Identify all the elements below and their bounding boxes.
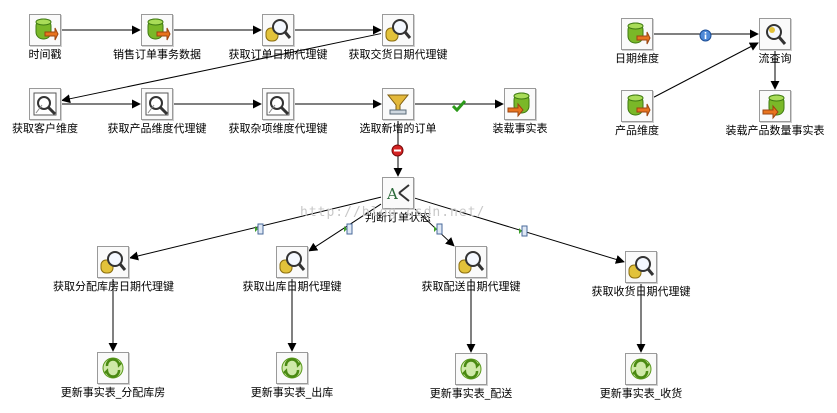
- step-box[interactable]: [276, 352, 308, 384]
- step-get-misc-dim-key[interactable]: 获取杂项维度代理键: [218, 88, 338, 135]
- step-timestamp[interactable]: 时间戳: [0, 14, 105, 61]
- case-icon[interactable]: [338, 221, 354, 240]
- step-label: 获取交货日期代理键: [348, 48, 448, 61]
- step-get-customer-dim[interactable]: 获取客户维度: [0, 88, 105, 135]
- step-label: 装载产品数量事实表: [725, 124, 825, 137]
- step-box[interactable]: [504, 88, 536, 120]
- case-icon[interactable]: [513, 223, 529, 242]
- step-box[interactable]: [276, 246, 308, 278]
- step-box[interactable]: A: [382, 177, 414, 209]
- step-box[interactable]: [759, 18, 791, 50]
- check-icon[interactable]: [451, 97, 467, 116]
- step-label: 更新事实表_分配库房: [60, 386, 166, 399]
- step-update-fact-outbound[interactable]: 更新事实表_出库: [232, 352, 352, 399]
- step-box[interactable]: [382, 88, 414, 120]
- step-label: 更新事实表_出库: [250, 386, 334, 399]
- step-label: 流查询: [758, 52, 792, 65]
- case-icon[interactable]: [428, 221, 444, 240]
- watermark: http://blog.csdn.net/: [300, 205, 486, 220]
- step-label: 销售订单事务数据: [113, 48, 201, 61]
- step-label: 更新事实表_配送: [429, 387, 513, 400]
- step-label: 获取收货日期代理键: [591, 285, 691, 298]
- step-box[interactable]: [262, 88, 294, 120]
- step-box[interactable]: [455, 246, 487, 278]
- step-label: 获取产品维度代理键: [107, 122, 207, 135]
- step-box[interactable]: [759, 90, 791, 122]
- step-box[interactable]: [97, 352, 129, 384]
- step-update-fact-delivery[interactable]: 更新事实表_配送: [411, 353, 531, 400]
- step-box[interactable]: [382, 14, 414, 46]
- step-box[interactable]: [621, 90, 653, 122]
- step-update-fact-receive[interactable]: 更新事实表_收货: [581, 353, 701, 400]
- step-box[interactable]: [621, 18, 653, 50]
- step-box[interactable]: [262, 14, 294, 46]
- step-label: 选取新增的订单: [359, 122, 437, 135]
- step-get-ship-date-key[interactable]: 获取交货日期代理键: [338, 14, 458, 61]
- step-get-outbound-date-key[interactable]: 获取出库日期代理键: [232, 246, 352, 293]
- step-get-order-date-key[interactable]: 获取订单日期代理键: [218, 14, 338, 61]
- step-box[interactable]: [29, 14, 61, 46]
- case-icon[interactable]: [249, 221, 265, 240]
- step-label: 获取杂项维度代理键: [228, 122, 328, 135]
- info-icon[interactable]: [699, 27, 712, 46]
- step-get-delivery-date-key[interactable]: 获取配送日期代理键: [411, 246, 531, 293]
- svg-text:A: A: [386, 185, 398, 203]
- step-label: 获取配送日期代理键: [421, 280, 521, 293]
- step-switch-order-status[interactable]: A 判断订单状态: [338, 177, 458, 224]
- step-label: 获取分配库房日期代理键: [53, 280, 174, 293]
- step-box[interactable]: [455, 353, 487, 385]
- step-label: 日期维度: [615, 52, 659, 65]
- step-select-new-orders[interactable]: 选取新增的订单: [338, 88, 458, 135]
- step-label: 产品维度: [615, 124, 659, 137]
- step-label: 获取出库日期代理键: [242, 280, 342, 293]
- step-load-fact-table[interactable]: 装载事实表: [460, 88, 580, 135]
- step-get-product-dim-key[interactable]: 获取产品维度代理键: [97, 88, 217, 135]
- step-get-allocate-date-key[interactable]: 获取分配库房日期代理键: [53, 246, 174, 293]
- step-label: 获取客户维度: [12, 122, 78, 135]
- step-label: 时间戳: [28, 48, 62, 61]
- step-box[interactable]: [97, 246, 129, 278]
- step-sales-order[interactable]: 销售订单事务数据: [97, 14, 217, 61]
- hop-product-dim-to-stream-lookup[interactable]: [653, 42, 759, 98]
- hop-get-ship-date-key-to-get-customer-dim[interactable]: [61, 33, 382, 104]
- step-load-product-qty-fact[interactable]: 装载产品数量事实表: [715, 90, 835, 137]
- step-update-fact-allocate[interactable]: 更新事实表_分配库房: [53, 352, 173, 399]
- step-date-dim[interactable]: 日期维度: [577, 18, 697, 65]
- error-icon[interactable]: [391, 142, 404, 161]
- step-label: 获取订单日期代理键: [228, 48, 328, 61]
- step-box[interactable]: [29, 88, 61, 120]
- step-product-dim[interactable]: 产品维度: [577, 90, 697, 137]
- step-box[interactable]: [625, 353, 657, 385]
- step-box[interactable]: [141, 14, 173, 46]
- step-get-receive-date-key[interactable]: 获取收货日期代理键: [581, 251, 701, 298]
- step-label: 装载事实表: [492, 122, 548, 135]
- step-box[interactable]: [141, 88, 173, 120]
- step-label: 更新事实表_收货: [599, 387, 683, 400]
- step-label: 判断订单状态: [365, 211, 431, 224]
- step-box[interactable]: [625, 251, 657, 283]
- step-stream-lookup[interactable]: 流查询: [715, 18, 835, 65]
